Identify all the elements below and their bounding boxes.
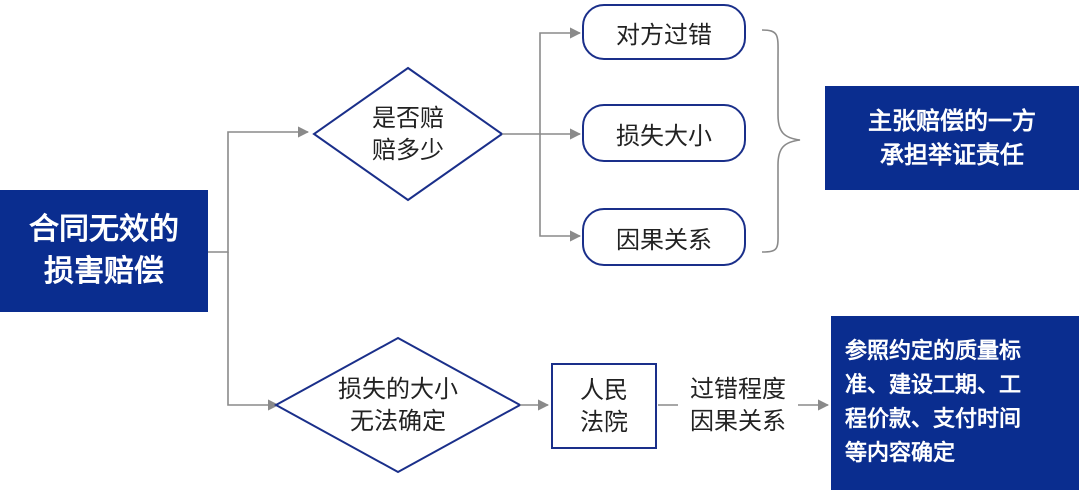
factor-causation: 因果关系: [582, 208, 746, 266]
decision-text-bottom: 损失的大小 无法确定: [338, 375, 458, 435]
root-node: 合同无效的 损害赔偿: [0, 190, 208, 312]
curly-brace: [761, 29, 801, 253]
decision-diamond-bottom: [273, 336, 523, 474]
decision-text-top: 是否赔 赔多少: [372, 104, 444, 164]
connector-root-bottom: [227, 252, 280, 411]
court-node: 人民 法院: [551, 363, 657, 449]
decision-diamond-top: [312, 66, 504, 202]
connector-to-factor-3: [539, 134, 582, 242]
factor-fault: 对方过错: [582, 4, 746, 60]
connector-to-factor-1: [502, 27, 582, 135]
connector-root-branches: [208, 126, 310, 253]
factor-loss-size: 损失大小: [582, 104, 746, 162]
edge-label-fault-causation: 过错程度 因果关系: [690, 375, 786, 435]
result-burden-of-proof: 主张赔偿的一方 承担举证责任: [825, 86, 1079, 190]
result-reference-terms: 参照约定的质量标 准、建设工期、工 程价款、支付时间 等内容确定: [831, 316, 1079, 490]
